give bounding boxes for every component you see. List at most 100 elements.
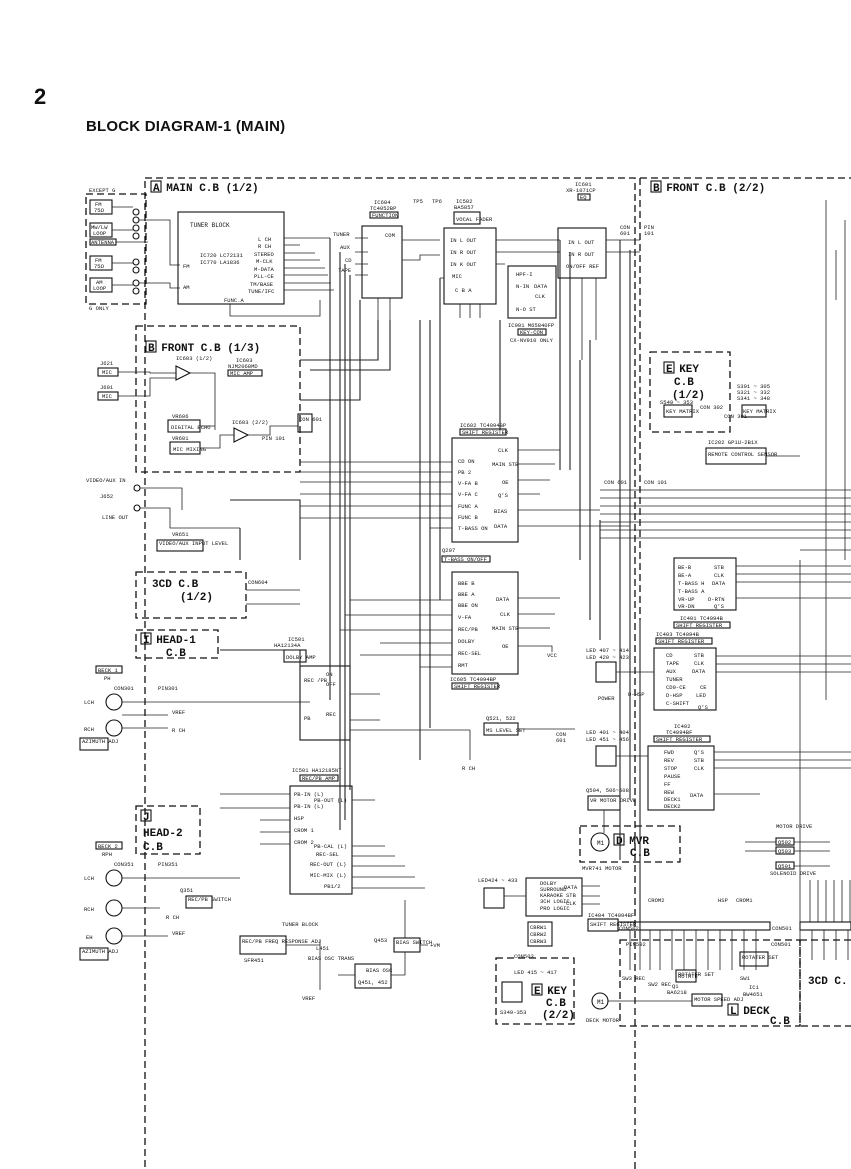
bias-wires — [286, 900, 428, 990]
dhsp-label: D-HSP — [628, 691, 645, 698]
rch-label: RCH — [84, 726, 94, 733]
ic501b-name-box — [299, 774, 339, 782]
terminal — [132, 258, 140, 266]
ic603-label: IC603 — [236, 357, 253, 364]
right-edge-bus — [809, 880, 851, 922]
rotater-label-2: ROTATER SET — [742, 954, 779, 961]
ic401-label: IC401 TC4094B — [680, 615, 724, 622]
am-loop-label: LOOP — [93, 285, 106, 292]
beck2-label: BECK 2 — [98, 843, 118, 850]
head2-rch-coil — [105, 899, 123, 917]
ic401-shift-register: BE-B BE-A T-BASS H T-BASS A VR-UP VR-DN … — [673, 557, 851, 629]
ic502-pin: IN K OUT — [450, 261, 477, 268]
head2-section: J HEAD-2 C.B BECK 2 RPH CON351 PIN351 LC… — [79, 805, 240, 961]
ic402-pin: DECK1 — [664, 796, 681, 803]
ic602-rpin: Q'S — [498, 492, 509, 499]
key-cb2-header-c: (2/2) — [542, 1010, 575, 1022]
ic402-wires — [616, 751, 851, 795]
gonly-label: G ONLY — [89, 305, 110, 312]
solenoid-label: SOLENOID DRIVE — [770, 870, 817, 877]
ic501b-box — [289, 785, 353, 895]
con601-front-label: CON 601 — [299, 416, 323, 423]
ic602-name: SHIFT REGISTER — [462, 429, 509, 436]
led415-label: LED 415 ~ 417 — [514, 969, 557, 976]
ms-rch-label: R CH — [462, 765, 475, 772]
vref-label: VREF — [172, 709, 185, 716]
bus-wires — [600, 455, 851, 539]
ic605-ins — [340, 599, 452, 668]
cd3-right-section: 3CD C. — [799, 921, 851, 1027]
ic605-pin: REC/PB — [458, 626, 479, 633]
ic604-com: COM — [385, 232, 395, 239]
cbrw-label: CBRW1 — [530, 924, 547, 931]
ic604-label: IC604 — [374, 199, 391, 206]
tuner-pin: STEREO — [254, 251, 275, 258]
ic502-vocal-fader: TP5 TP6 IC502 BA5857 VOCAL FADER IN L OU… — [413, 198, 560, 318]
ic604-in-cd: CD — [345, 257, 352, 264]
motor-speed-box — [691, 993, 723, 1007]
ic401-rpin: DATA — [712, 580, 726, 587]
ic402-pin: STOP — [664, 765, 677, 772]
head1-header: I HEAD-1 — [143, 635, 196, 647]
led401-label: LED 401 ~ 404 — [586, 729, 630, 736]
ic403-pin: CD — [666, 652, 673, 659]
ic402-pin: FF — [664, 781, 671, 788]
ic404-pin: DOLBY — [540, 880, 557, 887]
ic603-name-box — [227, 369, 263, 377]
ic502-name-box — [453, 211, 481, 225]
mic2-label: MIC — [102, 393, 113, 400]
tuner-block: TUNER BLOCK IC720 LC72131 IC770 LA1836 F… — [177, 211, 334, 317]
con301-label: CON301 — [114, 685, 135, 692]
head1-header-b: C.B — [166, 648, 186, 660]
deck-marker — [727, 1003, 739, 1016]
ic403-pin: TUNER — [666, 676, 683, 683]
func-a-label: FUNC.A — [224, 297, 245, 304]
terminal — [132, 287, 140, 295]
video-aux-input: VIDEO/AUX IN J652 LINE OUT VR651 VIDEO/A… — [86, 477, 240, 552]
con101-label: CON 101 — [644, 479, 668, 486]
ic403-pin: TAPE — [666, 660, 680, 667]
cd3-right-header: 3CD C. — [808, 976, 848, 988]
video-aux-level-label: VIDEO/AUX INPUT LEVEL — [159, 540, 228, 547]
key-cb1-header-c: (1/2) — [672, 390, 705, 402]
pin351-label: PIN351 — [158, 861, 179, 868]
rotater-label-1: ROTATER SET — [678, 971, 715, 978]
hsp-label: HSP — [718, 897, 728, 904]
video-aux-level-box — [156, 539, 204, 552]
ic603-name: MIC AMP — [230, 370, 253, 377]
l451-label: L451 — [316, 945, 330, 952]
ic601-name-box — [577, 193, 591, 201]
cd3-header: 3CD C.B — [152, 579, 199, 591]
con601-b2-label: CON 601 — [604, 479, 628, 486]
con601-ms-num: 601 — [556, 737, 567, 744]
ic402-name: SHIFT REGISTER — [656, 736, 703, 743]
ic403-pin: C-SHIFT — [666, 700, 690, 707]
vm-label: +VM — [430, 942, 440, 949]
ic401-pin: T-BASS H — [678, 580, 704, 587]
cbrw-label: CBRW3 — [530, 938, 547, 945]
ic403-pin: D-HSP — [666, 692, 683, 699]
azimuth-label-1: AZIMUTH ADJ — [82, 738, 118, 745]
key-cb1-header: E KEY — [666, 364, 699, 376]
ic404-label: IC404 TC4094BF — [588, 912, 634, 919]
rph-label: RPH — [102, 851, 112, 858]
motor-drive: MOTOR DRIVE Q502 Q503 Q501 SOLENOID DRIV… — [745, 823, 830, 877]
ic401-name: SHIFT REGISTER — [676, 622, 723, 629]
right-edge-wires — [799, 200, 851, 940]
ic502-pin: IN L OUT — [450, 237, 477, 244]
ic901-name: KEY-CON — [520, 329, 543, 336]
ic501-on: ON — [326, 671, 333, 678]
pin-label: PIN — [644, 224, 654, 231]
ms-wires — [469, 728, 575, 760]
con351-label: CON351 — [114, 861, 135, 868]
antenna-wires — [112, 206, 148, 286]
ic605-pin: DOLBY — [458, 638, 475, 645]
ic502-wires — [440, 239, 560, 279]
deck-sw-label: ROTATE — [678, 973, 699, 980]
ic602-rpin: BIAS — [494, 508, 508, 515]
ic602-rpin: DATA — [494, 523, 508, 530]
trace-bundle-2 — [419, 278, 501, 760]
mvr741-label: MVR741 MOTOR — [582, 865, 622, 872]
recpb-switch-label: REC/PB SWITCH — [188, 896, 231, 903]
video-aux-wires — [140, 487, 240, 529]
